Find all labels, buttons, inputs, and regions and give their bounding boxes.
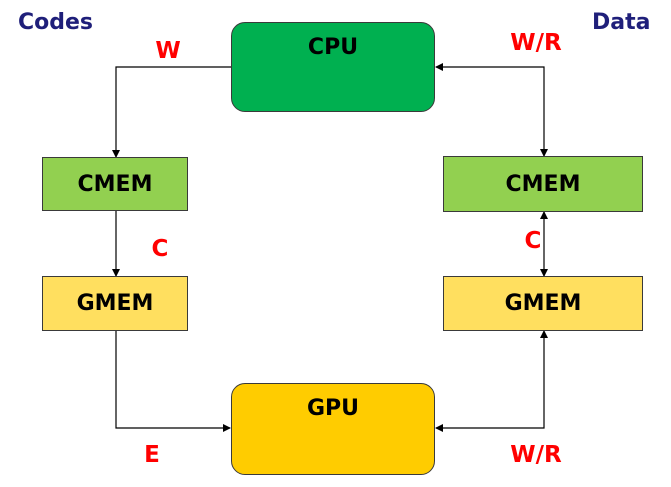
data-gmem-box: GMEM — [443, 276, 643, 331]
data-gpu-write-read-label: W/R — [510, 442, 562, 468]
data-copy-label: C — [524, 228, 542, 254]
data-cpu-cmem-wire — [435, 63, 548, 157]
codes-write-label: W — [155, 38, 181, 64]
codes-gmem-to-gpu-wire — [115, 331, 231, 432]
data-heading: Data — [592, 10, 651, 35]
data-gpu-gmem-wire — [435, 330, 548, 432]
data-cmem-label: CMEM — [505, 171, 581, 197]
codes-cmem-box: CMEM — [42, 157, 188, 211]
gpu-label: GPU — [306, 396, 360, 421]
codes-execute-label: E — [144, 442, 160, 468]
codes-copy-label: C — [151, 236, 169, 262]
data-gmem-label: GMEM — [504, 291, 582, 316]
codes-cmem-label: CMEM — [77, 171, 153, 197]
cpu-label: CPU — [307, 35, 359, 60]
data-cmem-box: CMEM — [443, 156, 643, 212]
codes-gmem-label: GMEM — [76, 291, 154, 316]
data-cpu-write-read-label: W/R — [510, 30, 562, 56]
codes-heading: Codes — [18, 10, 94, 35]
codes-gmem-box: GMEM — [42, 276, 188, 331]
codes-cpu-to-cmem-wire — [112, 66, 231, 158]
gpu-box: GPU — [231, 383, 435, 475]
cpu-box: CPU — [231, 22, 435, 112]
